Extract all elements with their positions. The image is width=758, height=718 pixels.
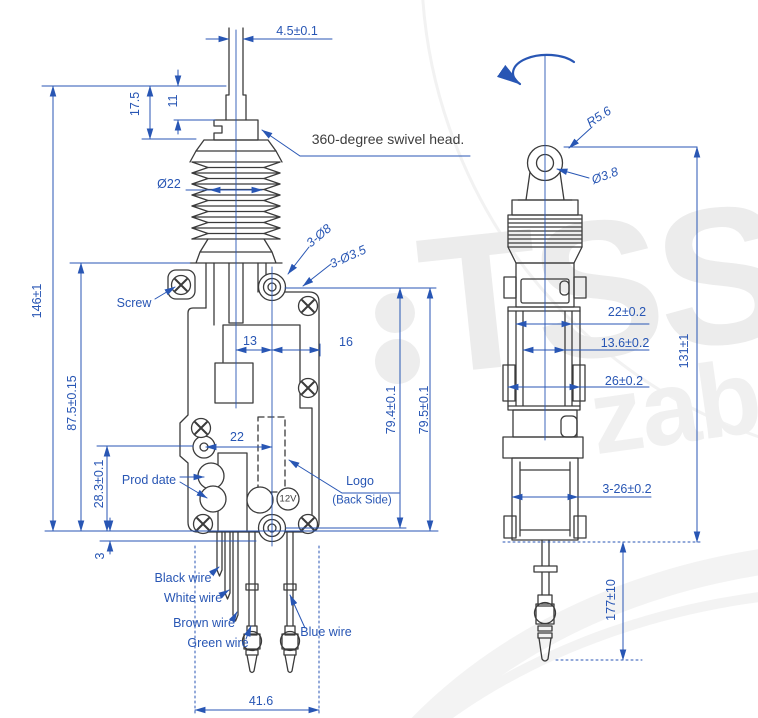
dim-total-height: 146±1 <box>29 283 44 319</box>
side-wire-connector <box>533 594 557 662</box>
callout-prod-date: Prod date <box>121 472 177 487</box>
blue-wire-connector <box>279 531 301 674</box>
callout-screw: Screw <box>116 295 152 310</box>
callout-logo-back-side: (Back Side) <box>332 494 392 507</box>
callout-swivel-head: 360-degree swivel head. <box>311 131 465 147</box>
dim-wire-length: 177±10 <box>603 579 618 621</box>
dim-logo-offset: 22 <box>230 429 244 444</box>
dim-hole-pitch-right: 16 <box>339 334 353 349</box>
dim-wire-span: 41.6 <box>248 693 274 708</box>
watermark-dot <box>375 293 415 333</box>
dim-wire-offset: 3 <box>92 552 107 560</box>
dim-lower-width: 3-26±0.2 <box>602 481 652 496</box>
dim-bellows-diameter: Ø22 <box>157 176 181 191</box>
dim-width-b: 13.6±0.2 <box>600 335 650 350</box>
callout-black-wire: Black wire <box>154 570 212 585</box>
dim-pin-height: 17.5 <box>127 91 142 117</box>
dim-width-c: 26±0.2 <box>604 373 644 388</box>
callout-brown-wire: Brown wire <box>173 615 235 630</box>
green-wire-connector <box>241 531 263 674</box>
callout-blue-wire: Blue wire <box>300 624 352 639</box>
rotation-arrow-icon <box>497 53 576 86</box>
dim-stroke-a: 79.4±0.1 <box>383 385 398 435</box>
callout-green-wire: Green wire <box>187 635 249 650</box>
dim-body-height-front: 87.5±0.15 <box>64 375 79 431</box>
dim-body-height-side: 131±1 <box>676 333 691 369</box>
voltage-marking: 12V <box>279 493 297 505</box>
dim-width-a: 22±0.2 <box>607 304 647 319</box>
side-view <box>502 144 587 662</box>
callout-white-wire: White wire <box>163 590 223 605</box>
dim-lower-height: 28.3±0.1 <box>91 459 106 509</box>
dim-pin-upper: 11 <box>165 94 180 108</box>
dim-rod-width: 4.5±0.1 <box>276 23 318 38</box>
dim-stroke-b: 79.5±0.1 <box>416 385 431 435</box>
dim-hole-pitch-left: 13 <box>243 333 257 348</box>
dimension-layer <box>41 29 701 715</box>
callout-logo: Logo <box>346 473 374 488</box>
